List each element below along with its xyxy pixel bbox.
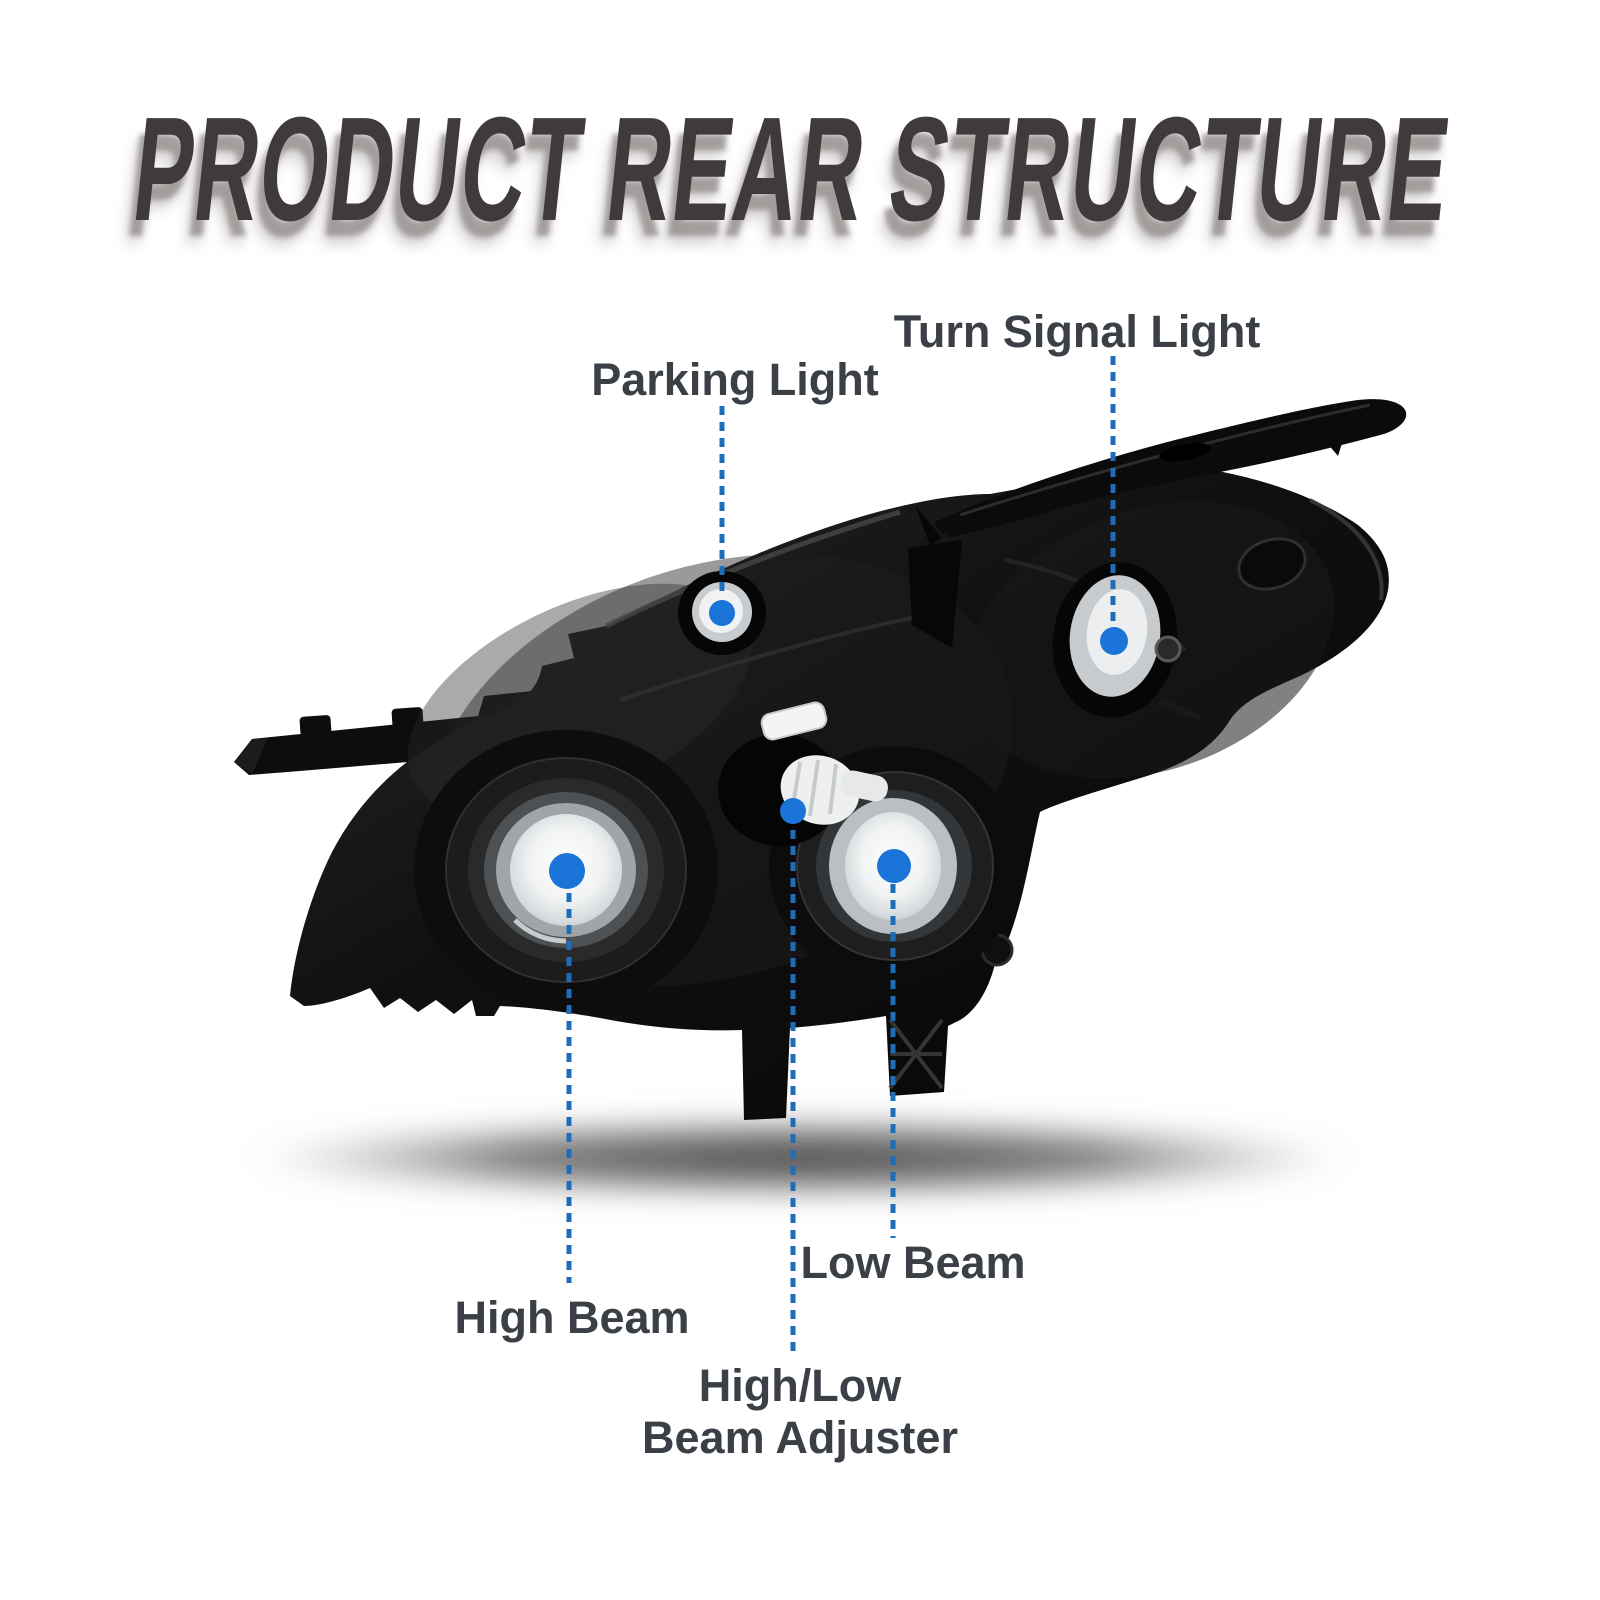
high-beam-dot <box>549 853 585 889</box>
adjuster-dot <box>780 798 806 824</box>
adjuster-label-line2: Beam Adjuster <box>642 1412 958 1463</box>
top-fin <box>935 399 1407 537</box>
adjuster-label-line1: High/Low <box>698 1359 902 1411</box>
low-beam-dot <box>877 849 911 883</box>
turn-signal-light-label: Turn Signal Light <box>893 306 1261 357</box>
low-beam-label: Low Beam <box>800 1237 1026 1288</box>
parking-light-label: Parking Light <box>591 354 879 405</box>
high-low-beam-adjuster-label: High/Low Beam Adjuster <box>642 1360 958 1464</box>
high-beam-label: High Beam <box>454 1292 690 1343</box>
turn-signal-dot <box>1100 627 1128 655</box>
ground-shadow <box>248 1116 1352 1200</box>
beam-adjuster-part <box>718 701 888 846</box>
parking-light-dot <box>709 600 735 626</box>
